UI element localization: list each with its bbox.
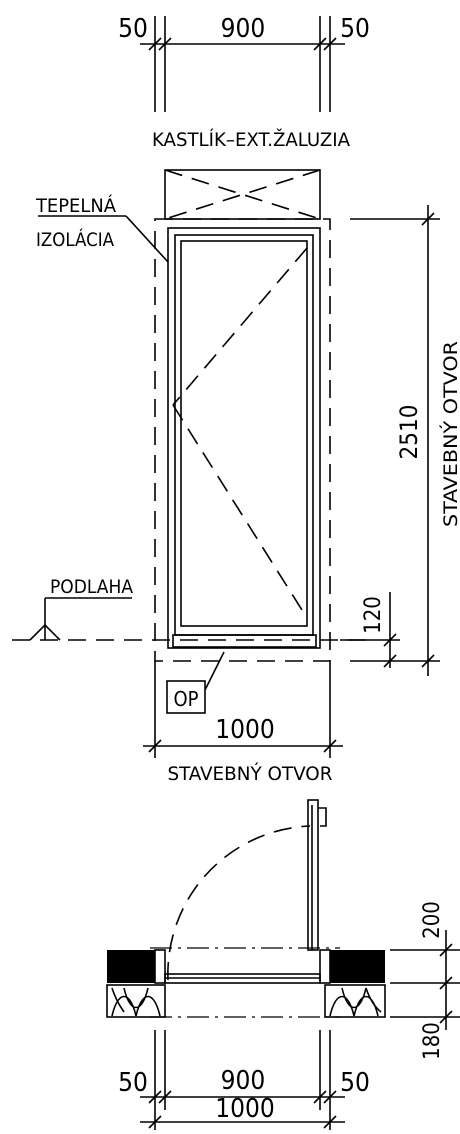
insulation-left — [106, 984, 166, 1018]
top-dim-right: 50 — [340, 14, 370, 44]
op-tag: OP — [166, 651, 225, 714]
bottom-dim-right: 50 — [340, 1068, 370, 1098]
insulation-outline — [154, 218, 331, 662]
wall-right — [330, 950, 385, 983]
width-dimension: 1000 STAVEBNÝ OTVOR — [143, 661, 343, 785]
plan-dim-180: 180 — [420, 1022, 445, 1060]
box-label: KASTLÍK–EXT.ŽALUZIA — [152, 128, 350, 151]
sill-dim-value: 120 — [361, 596, 386, 634]
top-dim-center: 900 — [221, 14, 266, 44]
plan-view: 200 180 — [106, 799, 460, 1060]
floor-marker: PODLAHA — [12, 576, 372, 641]
width-dim-value: 1000 — [215, 715, 275, 745]
blind-box — [164, 169, 321, 220]
insulation-callout: TEPELNÁ IZOLÁCIA — [35, 194, 169, 263]
top-dim-left: 50 — [118, 14, 148, 44]
bottom-dim-left: 50 — [118, 1068, 148, 1098]
bottom-total-width: 1000 — [215, 1094, 275, 1124]
door-frame — [167, 227, 321, 649]
insulation-right — [324, 984, 386, 1018]
height-dim-value: 2510 — [395, 405, 423, 460]
plan-dim-200: 200 — [420, 901, 445, 939]
insulation-label-1: TEPELNÁ — [35, 194, 116, 217]
width-dim-label: STAVEBNÝ OTVOR — [168, 762, 333, 785]
bottom-dim-center: 900 — [221, 1066, 266, 1096]
op-label: OP — [173, 687, 198, 711]
insulation-label-2: IZOLÁCIA — [36, 228, 114, 251]
top-dimension-group: 50 900 50 — [118, 14, 370, 112]
height-dimension: 2510 STAVEBNÝ OTVOR — [350, 205, 460, 676]
bottom-dimension-group: 50 900 50 1000 — [118, 1030, 370, 1130]
wall-left — [107, 950, 155, 983]
sill-dimension: 120 — [340, 592, 400, 668]
height-dim-label: STAVEBNÝ OTVOR — [439, 341, 460, 527]
floor-label: PODLAHA — [50, 576, 133, 598]
